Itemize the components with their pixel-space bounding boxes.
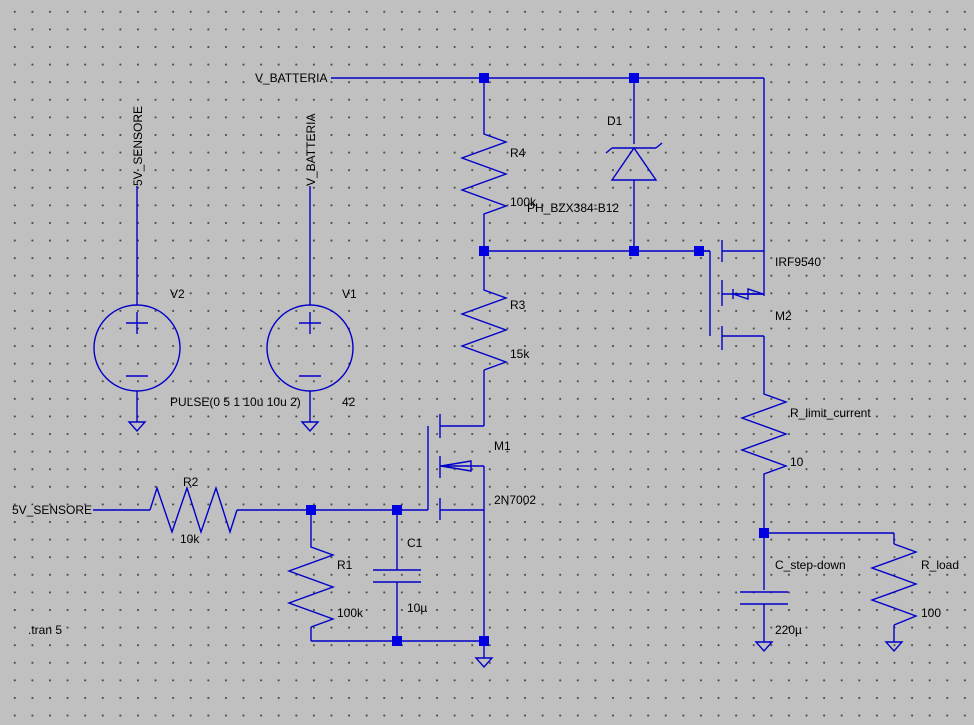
junction-dot — [392, 505, 402, 515]
junction-dot — [479, 73, 489, 83]
ground-icon — [127, 421, 147, 433]
pmos-transistor-m2[interactable] — [704, 240, 764, 350]
junction-dot — [479, 636, 489, 646]
net-label-5v-sensore: 5V_SENSORE — [131, 106, 145, 186]
junction-dot — [306, 505, 316, 515]
r2-ref-label: R2 — [183, 475, 199, 489]
m1-ref-label: M1 — [494, 439, 511, 453]
m2-value-label: IRF9540 — [775, 255, 821, 269]
r-limit-value-label: 10 — [790, 455, 804, 469]
capacitor-c-step-down[interactable] — [740, 591, 788, 605]
resistor-r4[interactable] — [459, 130, 509, 228]
wires — [93, 77, 895, 658]
ground-icon — [754, 641, 774, 653]
resistor-r1[interactable] — [286, 543, 336, 628]
resistor-r3[interactable] — [459, 285, 509, 371]
spice-directive[interactable]: .tran 5 — [28, 623, 62, 637]
r-load-ref-label: R_load — [921, 558, 959, 572]
c1-value-label: 10µ — [407, 601, 427, 615]
junction-dot — [759, 528, 769, 538]
net-label-v-batteria: V_BATTERIA — [255, 71, 327, 85]
r3-value-label: 15k — [510, 347, 530, 361]
r-load-value-label: 100 — [921, 606, 941, 620]
c-step-down-ref-label: C_step-down — [775, 558, 846, 572]
r4-value-label: 100k — [510, 195, 537, 209]
junctions — [306, 73, 769, 646]
resistor-r-limit-current[interactable] — [739, 390, 789, 478]
r1-ref-label: R1 — [337, 558, 353, 572]
r-limit-ref-label: R_limit_current — [790, 406, 871, 420]
v1-ref-label: V1 — [342, 287, 357, 301]
r4-ref-label: R4 — [510, 146, 526, 160]
d1-value-label: PH_BZX384-B12 — [527, 201, 619, 215]
r1-value-label: 100k — [337, 606, 364, 620]
ground-icon — [474, 657, 494, 669]
r2-value-label: 10k — [180, 532, 200, 546]
capacitor-c1[interactable] — [373, 569, 421, 583]
junction-dot — [629, 73, 639, 83]
nmos-transistor-m1[interactable] — [427, 414, 484, 520]
v2-value-label: PULSE(0 5 1 10u 10u 2) — [170, 395, 301, 409]
v2-ref-label: V2 — [170, 287, 185, 301]
resistor-r2[interactable] — [149, 485, 238, 535]
junction-dot — [629, 246, 639, 256]
m2-ref-label: M2 — [775, 309, 792, 323]
c1-ref-label: C1 — [407, 536, 423, 550]
ground-icon — [884, 641, 904, 653]
junction-dot — [392, 636, 402, 646]
net-label-5v-sensore: 5V_SENSORE — [12, 503, 92, 517]
net-label-v-batteria: V_BATTERIA — [304, 114, 318, 186]
r3-ref-label: R3 — [510, 298, 526, 312]
voltage-source-v1[interactable] — [266, 304, 354, 392]
c-step-down-value-label: 220µ — [775, 623, 802, 637]
v1-value-label: 42 — [342, 395, 356, 409]
d1-ref-label: D1 — [607, 114, 623, 128]
junction-dot — [479, 246, 489, 256]
labels: V_BATTERIA 5V_SENSORE V_BATTERIA 5V_SENS… — [12, 71, 959, 637]
ground-icon — [300, 421, 320, 433]
m1-value-label: 2N7002 — [494, 493, 536, 507]
zener-diode-d1[interactable] — [605, 142, 663, 181]
voltage-source-v2[interactable] — [93, 304, 181, 392]
junction-dot — [694, 246, 704, 256]
resistor-r-load[interactable] — [869, 543, 919, 626]
